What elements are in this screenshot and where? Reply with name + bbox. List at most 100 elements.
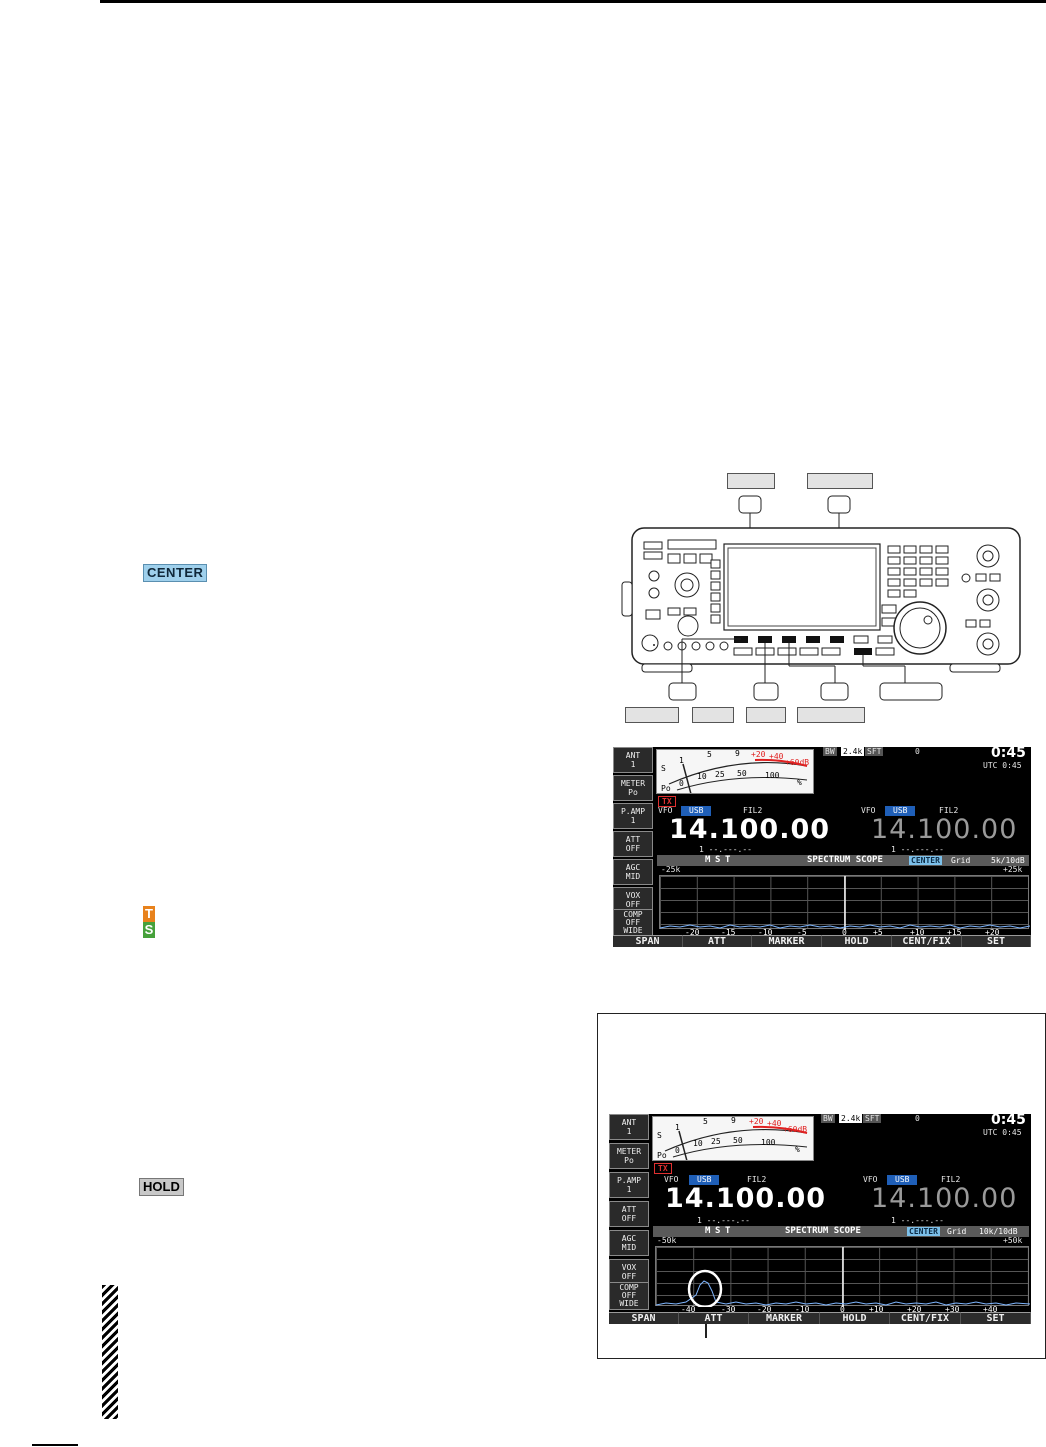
sub-memory: 1 --.---.-- <box>891 845 944 854</box>
meter-po-tick: 25 <box>715 770 725 779</box>
scope-title: SPECTRUM SCOPE <box>807 855 883 865</box>
meter-po-tick: % <box>797 778 802 787</box>
note-hatch-marker <box>102 1285 118 1419</box>
scope-right-edge: +25k <box>1003 865 1023 874</box>
scope-tick: -15 <box>721 928 736 937</box>
sub-vfo-label: VFO <box>863 1175 878 1184</box>
scope-tick: -20 <box>685 928 700 937</box>
s-po-meter: S 1 5 9 +20 +40 +60dB Po 0 10 25 50 100 … <box>656 749 814 794</box>
scope-left-edge: -25k <box>661 865 681 874</box>
sft-label: SFT <box>865 747 884 756</box>
scope-tick: -10 <box>795 1305 810 1314</box>
scope-tick: 0 <box>840 1305 845 1314</box>
meter-po-tick: 0 <box>675 1146 680 1155</box>
front-panel-illustration <box>610 470 1030 730</box>
bw-value: 2.4k <box>839 1114 863 1123</box>
sub-frequency: 14.100.00 <box>871 814 1018 845</box>
front-panel-drawing <box>621 495 1021 701</box>
function-button-hold[interactable]: HOLD <box>820 1312 890 1324</box>
scope-header: M S T SPECTRUM SCOPE CENTER Grid 5k/10dB <box>657 855 1029 866</box>
bw-value: 2.4k <box>841 747 865 756</box>
bw-label: BW <box>823 747 837 756</box>
scope-tick-row: -40 -30 -20 -10 0 +10 +20 +30 +40 <box>655 1305 1029 1315</box>
panel-key-label <box>797 707 865 723</box>
panel-key-label <box>625 707 679 723</box>
function-button-hold[interactable]: HOLD <box>822 935 892 947</box>
tx-indicator: TX <box>658 796 676 807</box>
meter-po-label: Po <box>657 1151 667 1160</box>
scope-flag-m: M <box>705 855 711 865</box>
scope-tick: +20 <box>985 928 1000 937</box>
meter-po-tick: 100 <box>761 1138 776 1147</box>
scope-flag-m: M <box>705 1226 711 1236</box>
meter-po-tick: 10 <box>697 772 707 781</box>
scope-right-edge: +50k <box>1003 1236 1023 1245</box>
utc-clock: UTC 0:45 <box>983 761 1022 770</box>
sft-label: SFT <box>863 1114 882 1123</box>
scope-grid <box>659 875 1030 930</box>
scope-tick: +40 <box>983 1305 998 1314</box>
function-button-cent-fix[interactable]: CENT/FIX <box>890 1312 961 1324</box>
function-button-span[interactable]: SPAN <box>609 1312 679 1324</box>
utc-clock: UTC 0:45 <box>983 1128 1022 1137</box>
scope-flag-s: S <box>715 1226 721 1236</box>
scope-tick: -5 <box>797 928 807 937</box>
sweep-scope-indicator-icon: S <box>143 922 155 938</box>
sub-filter: FIL2 <box>941 1175 961 1184</box>
meter-s-label: S <box>657 1131 662 1140</box>
function-button-att[interactable]: ATT <box>683 935 752 947</box>
scope-span: 5k/10dB <box>991 856 1025 865</box>
function-button-set[interactable]: SET <box>962 935 1031 947</box>
main-vfo-label: VFO <box>658 806 673 815</box>
function-button-set[interactable]: SET <box>961 1312 1031 1324</box>
meter-s-tick: 1 <box>675 1123 680 1132</box>
meter-po-tick: 100 <box>765 771 780 780</box>
top-rule <box>100 0 1046 3</box>
signal-pointer-line <box>705 1324 707 1338</box>
scope-title: SPECTRUM SCOPE <box>785 1226 861 1236</box>
sft-value: 0 <box>915 1114 920 1123</box>
function-button-marker[interactable]: MARKER <box>749 1312 820 1324</box>
bottom-rule <box>32 1444 78 1446</box>
tx-scope-indicator-icon: T <box>143 906 155 922</box>
center-indicator-icon: CENTER <box>143 564 208 582</box>
tx-indicator: TX <box>654 1163 672 1174</box>
scope-flag-t: T <box>725 1226 731 1236</box>
main-mode: USB <box>681 806 712 816</box>
meter-s-tick: 9 <box>735 749 740 758</box>
meter-s-tick: 1 <box>679 756 684 765</box>
scope-center-mode: CENTER <box>907 1227 940 1236</box>
meter-s-tick: 9 <box>731 1116 736 1125</box>
function-button-span[interactable]: SPAN <box>613 935 683 947</box>
meter-po-tick: 50 <box>737 769 747 778</box>
main-filter: FIL2 <box>743 806 763 815</box>
main-vfo-label: VFO <box>664 1175 679 1184</box>
scope-flag-s: S <box>715 855 721 865</box>
meter-po-tick: 10 <box>693 1139 703 1148</box>
meter-po-tick: 25 <box>711 1137 721 1146</box>
scope-center-mode: CENTER <box>909 856 942 865</box>
main-frequency: 14.100.00 <box>669 814 831 845</box>
function-button-marker[interactable]: MARKER <box>752 935 822 947</box>
scope-tick-row: -20 -15 -10 -5 0 +5 +10 +15 +20 <box>659 928 1029 938</box>
scope-tick: 0 <box>842 928 847 937</box>
meter-s-label: S <box>661 764 666 773</box>
meter-s-tick: +20 <box>751 750 766 759</box>
panel-key-label <box>807 473 873 489</box>
function-button-cent-fix[interactable]: CENT/FIX <box>892 935 962 947</box>
function-button-att[interactable]: ATT <box>679 1312 749 1324</box>
